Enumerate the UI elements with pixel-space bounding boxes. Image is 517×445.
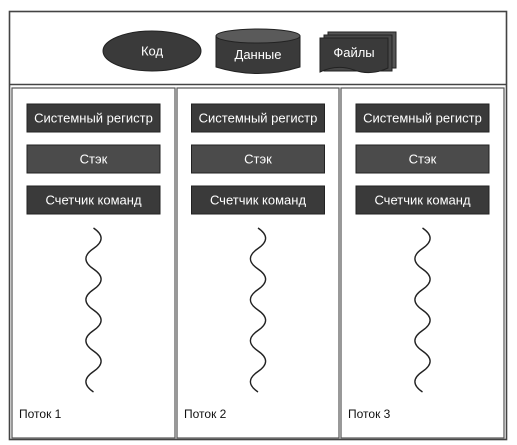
shared-files: Файлы xyxy=(319,31,397,74)
process-frame xyxy=(8,10,508,441)
data-cylinder-body xyxy=(215,35,301,74)
stack-box xyxy=(26,144,161,174)
thread-name-label: Поток 2 xyxy=(184,407,227,421)
data-label: Данные xyxy=(235,47,282,62)
program-counter-box-label: Счетчик команд xyxy=(45,193,142,208)
thread-name-label: Поток 3 xyxy=(348,407,391,421)
register-box-label: Системный регистр xyxy=(34,111,153,126)
stack-box xyxy=(191,144,325,174)
thread-wave xyxy=(249,227,267,393)
register-box-label: Системный регистр xyxy=(199,111,318,126)
stack-box-label: Стэк xyxy=(409,152,437,167)
thread-frame xyxy=(11,87,176,439)
register-box xyxy=(355,103,490,133)
thread-wave xyxy=(85,227,102,393)
shared-data: Данные xyxy=(215,28,301,74)
stack-box-label: Стэк xyxy=(244,152,272,167)
register-box xyxy=(26,103,161,133)
thread-name-label: Поток 1 xyxy=(19,407,62,421)
thread-frame xyxy=(176,87,340,439)
code-label: Код xyxy=(141,44,164,59)
files-front-sheet xyxy=(319,37,389,74)
stack-box xyxy=(355,144,490,174)
shared-code: Код xyxy=(102,30,202,72)
thread-frame xyxy=(340,87,505,439)
register-box xyxy=(191,103,325,133)
program-counter-box xyxy=(355,185,490,215)
register-box-label: Системный регистр xyxy=(363,111,482,126)
program-counter-box-label: Счетчик команд xyxy=(210,193,307,208)
thread-wave xyxy=(414,227,431,393)
files-label: Файлы xyxy=(333,45,374,60)
program-counter-box xyxy=(191,185,325,215)
stack-box-label: Стэк xyxy=(80,152,108,167)
data-cylinder-top xyxy=(215,28,301,44)
program-counter-box xyxy=(26,185,161,215)
program-counter-box-label: Счетчик команд xyxy=(374,193,471,208)
code-ellipse xyxy=(102,30,202,72)
